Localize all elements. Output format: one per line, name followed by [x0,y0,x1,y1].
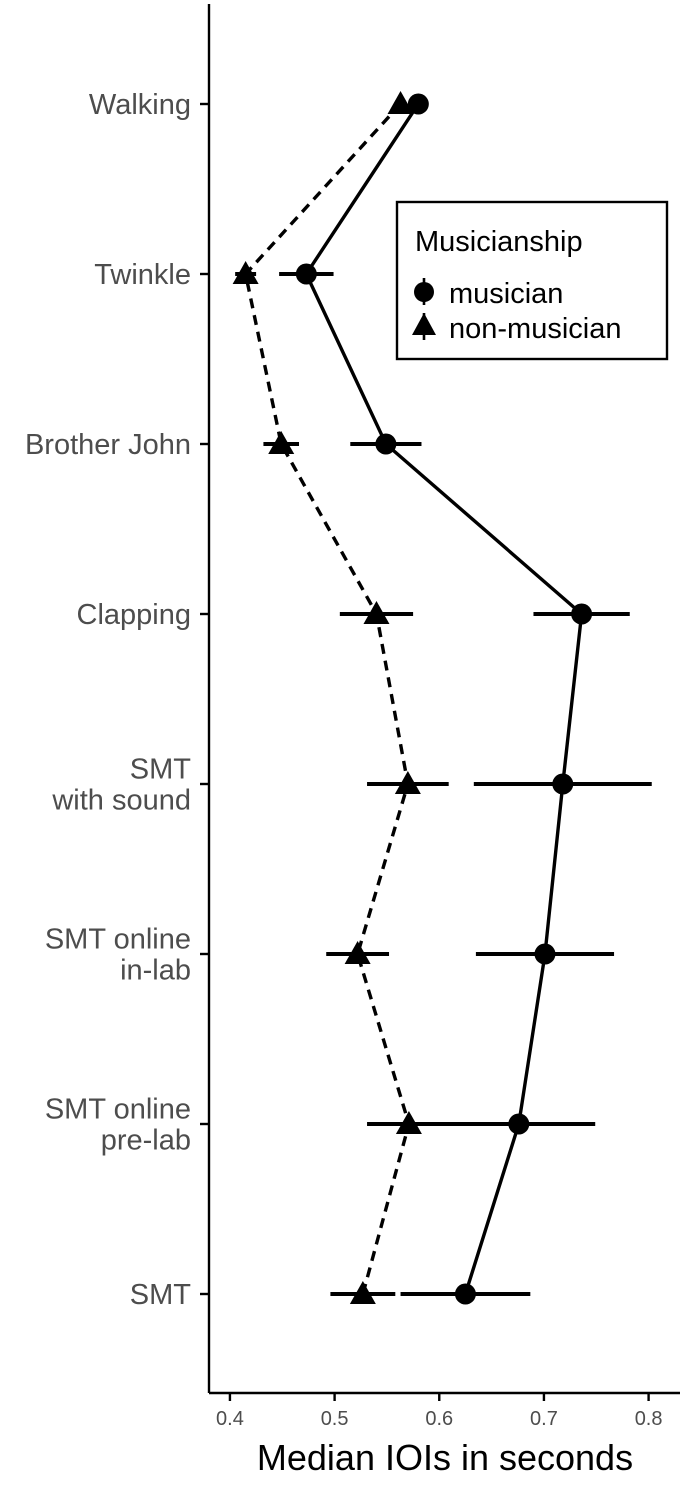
x-tick-label: 0.6 [425,1408,453,1430]
x-tick-label: 0.7 [530,1408,558,1430]
x-axis-title: Median IOIs in seconds [257,1437,633,1478]
legend-entry-musician: musician [414,278,563,310]
data-point [508,1113,530,1135]
legend: Musicianship musician non-musician [395,200,669,361]
legend-entry-non-musician: non-musician [412,313,621,345]
data-point [387,91,414,114]
y-tick-label: pre-lab [101,1125,191,1157]
axes-layer [200,4,680,1401]
y-tick-label: Clapping [77,599,191,631]
data-point [394,771,421,794]
legend-musician-label: musician [449,278,563,310]
data-point [344,941,371,964]
series-musician [279,93,652,1305]
legend-title: Musicianship [415,226,583,258]
y-tick-label: Brother John [25,429,191,461]
legend-box [395,200,669,361]
data-point [295,263,317,285]
data-point [571,603,593,625]
data-point [363,601,390,624]
data-point [268,431,295,454]
y-tick-label: SMT [130,1279,192,1311]
series-line-musician [304,103,584,1295]
y-tick-label: SMT [130,754,192,786]
data-point [349,1281,376,1304]
y-tick-label: Walking [89,89,191,121]
x-tick-label: 0.5 [321,1408,349,1430]
data-point [534,943,556,965]
legend-non-musician-marker [412,313,436,335]
series-line-non-musician [243,102,411,1295]
y-tick-label: SMT online [45,924,191,956]
y-tick-label: with sound [51,785,191,817]
data-point [375,433,397,455]
y-tick-label: SMT online [45,1094,191,1126]
data-point [552,773,574,795]
data-point [454,1283,476,1305]
data-point [395,1111,422,1134]
data-point [232,261,259,284]
x-tick-label: 0.4 [216,1408,244,1430]
x-tick-label: 0.8 [635,1408,663,1430]
y-tick-label: in-lab [120,955,191,987]
legend-musician-marker [414,282,434,302]
series-layer [232,91,652,1305]
data-point [407,93,429,115]
series-non-musician [232,91,451,1304]
legend-non-musician-label: non-musician [449,313,621,345]
y-tick-label: Twinkle [94,259,191,291]
